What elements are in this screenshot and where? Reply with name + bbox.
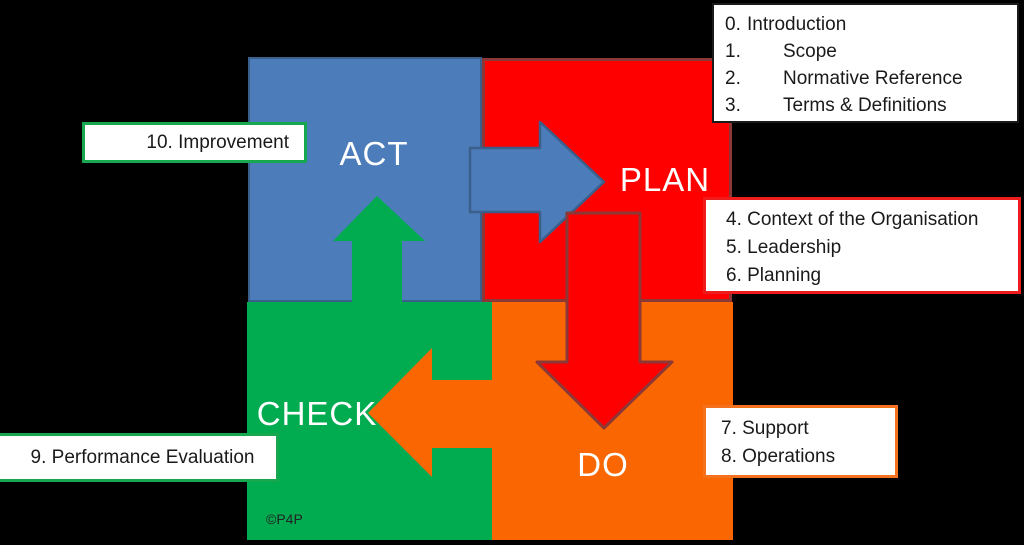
clause-line: 0. Introduction	[725, 11, 1017, 38]
clause-label: Terms & Definitions	[783, 95, 947, 116]
do-square	[492, 302, 733, 540]
clause-line: 2. Normative Reference	[725, 65, 1017, 92]
clause-line: 4. Context of the Organisation	[726, 209, 979, 230]
act-square	[248, 57, 482, 302]
clause-number: 1.	[725, 41, 741, 62]
clause-line: 7. Support	[721, 418, 809, 439]
clause-line: 6. Planning	[726, 265, 822, 286]
do-label: DO	[577, 446, 629, 483]
clause-line: 5. Leadership	[726, 237, 842, 258]
callout-intro-clauses: 0. Introduction 1. Scope 2. Normative Refer…	[712, 3, 1019, 123]
clause-label: Scope	[783, 41, 837, 62]
copyright-watermark: ©P4P	[266, 511, 303, 527]
clause-number: 0.	[725, 14, 741, 35]
clause-number: 2.	[725, 68, 741, 89]
act-label: ACT	[339, 135, 409, 172]
clause-label: 9. Performance Evaluation	[30, 446, 255, 468]
check-label: CHECK	[256, 395, 378, 432]
plan-label: PLAN	[619, 161, 711, 198]
clause-line: 1. Scope	[725, 38, 1017, 65]
clause-line: 3. Terms & Definitions	[725, 92, 1017, 119]
clause-number: 3.	[725, 95, 741, 116]
callout-act-clause: 10. Improvement	[82, 122, 307, 163]
clause-label: Normative Reference	[783, 68, 963, 89]
callout-check-clause: 9. Performance Evaluation	[0, 433, 279, 482]
clause-label: Introduction	[747, 14, 847, 35]
clause-label: 10. Improvement	[146, 131, 289, 153]
callout-do-clauses: 7. Support 8. Operations	[703, 405, 898, 478]
clause-line: 8. Operations	[721, 446, 836, 467]
callout-plan-clauses: 4. Context of the Organisation 5. Leader…	[703, 197, 1021, 294]
